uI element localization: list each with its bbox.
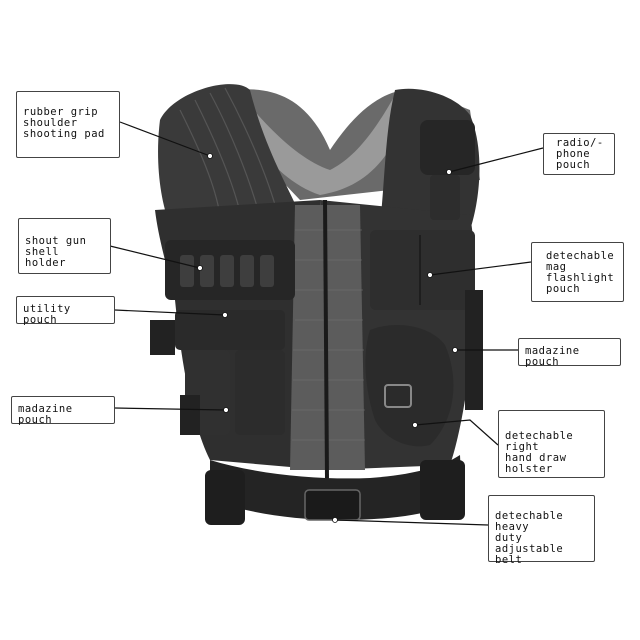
leader-line-radio <box>448 147 544 173</box>
radio-pouch-shape <box>420 120 475 175</box>
label-utility-pouch: utility pouch <box>16 296 115 326</box>
shell-loops <box>180 255 274 287</box>
utility-pouch-shape <box>175 310 285 350</box>
leader-line-utility-pouch <box>114 309 226 316</box>
shoulder-pad-stitching <box>179 87 277 216</box>
leader-lines <box>109 121 544 526</box>
belt-shape <box>210 455 462 520</box>
belt-buckle <box>304 489 361 521</box>
leader-line-belt <box>334 519 489 526</box>
label-adjustable-belt: detechable heavy duty adjustable belt <box>488 495 595 566</box>
front-zipper <box>323 199 329 481</box>
shoulder-pad-left <box>158 84 300 225</box>
radio-pouch-strap <box>430 175 460 220</box>
label-magazine-pouch-right: madazine pouch <box>518 338 621 368</box>
label-radio-phone-pouch: radio/- phone pouch <box>543 133 615 175</box>
magazine-pouch-left-shape-2 <box>235 350 285 435</box>
leader-line-magazine-left <box>114 407 227 411</box>
belt-pouch-right <box>420 460 465 520</box>
label-magazine-pouch-left: madazine pouch <box>11 396 115 426</box>
label-rubber-grip-shoulder-pad: rubber grip shoulder shooting pad <box>16 91 120 158</box>
side-strap-left <box>150 320 175 355</box>
label-right-hand-holster: detechable right hand draw holster <box>498 410 605 478</box>
leader-line-mag-flashlight <box>429 261 532 276</box>
label-shotgun-shell-holder: shout gun shell holder <box>18 218 111 274</box>
collar-mesh <box>245 95 400 195</box>
label-mag-flashlight-pouch: detechable mag flashlight pouch <box>531 242 624 302</box>
holster-buckle <box>384 384 412 408</box>
leader-dots <box>197 153 458 523</box>
leader-line-rubber-grip <box>119 121 211 157</box>
side-strap-left-2 <box>180 395 200 435</box>
tactical-vest-illustration <box>150 84 483 525</box>
leader-line-holster <box>414 419 499 446</box>
belt-pouch-left <box>205 470 245 525</box>
mag-flashlight-shape <box>370 230 475 310</box>
leader-line-shotgun-shell <box>109 245 201 269</box>
